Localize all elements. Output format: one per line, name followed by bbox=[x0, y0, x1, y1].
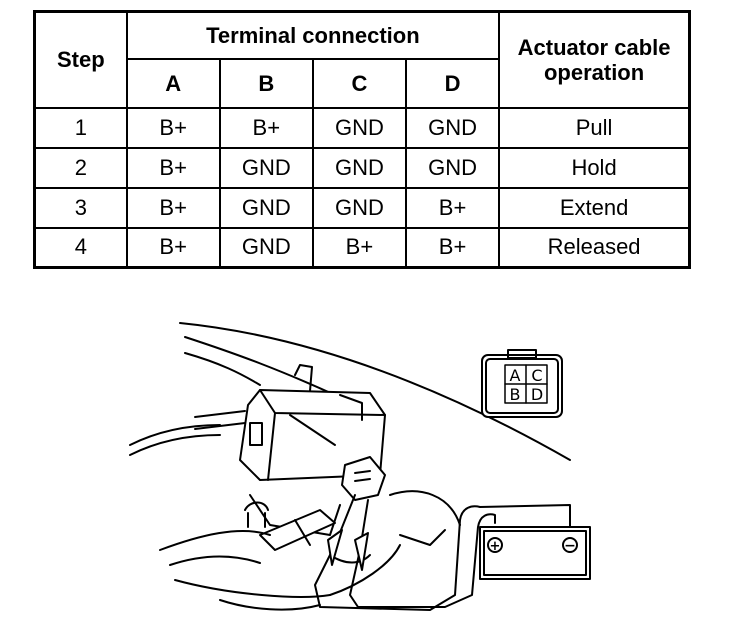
cell-terminal-a: B+ bbox=[125, 186, 221, 229]
cell-step: 1 bbox=[33, 106, 128, 149]
pin-label-b: B bbox=[510, 385, 521, 404]
actuator-housing bbox=[239, 364, 386, 481]
table-row: 3 B+ GND GND B+ Extend bbox=[33, 186, 691, 229]
cell-operation: Pull bbox=[498, 106, 691, 149]
actuator-cable bbox=[129, 410, 246, 456]
header-terminal-b: B bbox=[218, 57, 314, 109]
terminal-connection-table-container: Step Terminal connection Actuator cable … bbox=[33, 10, 691, 269]
cell-operation: Hold bbox=[498, 146, 691, 189]
cell-step: 2 bbox=[33, 146, 128, 189]
cell-terminal-d: B+ bbox=[404, 226, 501, 269]
cell-terminal-c: GND bbox=[311, 146, 408, 189]
cell-terminal-c: B+ bbox=[311, 226, 408, 269]
pin-label-c: C bbox=[531, 366, 542, 385]
battery-negative-terminal: − bbox=[564, 538, 576, 554]
cell-terminal-b: GND bbox=[218, 186, 314, 229]
header-terminal-a: A bbox=[125, 57, 221, 109]
mounting-bracket bbox=[244, 494, 341, 551]
table-header-row-1: Step Terminal connection Actuator cable … bbox=[33, 10, 691, 109]
cell-terminal-d: B+ bbox=[404, 186, 501, 229]
engine-component bbox=[159, 490, 461, 611]
header-step: Step bbox=[33, 10, 128, 109]
header-terminal-d: D bbox=[404, 57, 501, 109]
actuator-connector bbox=[341, 456, 386, 501]
cell-terminal-a: B+ bbox=[125, 106, 221, 149]
pin-label-a: A bbox=[510, 366, 521, 385]
header-terminal-c: C bbox=[311, 57, 408, 109]
hood-outline bbox=[179, 322, 571, 461]
pin-label-d: D bbox=[531, 385, 543, 404]
cell-terminal-b: GND bbox=[218, 226, 314, 269]
cell-terminal-d: GND bbox=[404, 146, 501, 189]
battery-positive-terminal: + bbox=[490, 539, 501, 554]
cell-terminal-b: GND bbox=[218, 146, 314, 189]
cell-operation: Released bbox=[498, 226, 691, 269]
cell-terminal-b: B+ bbox=[218, 106, 314, 149]
battery bbox=[479, 526, 591, 580]
cell-step: 3 bbox=[33, 186, 128, 229]
connector-pinout bbox=[481, 349, 563, 418]
cell-terminal-a: B+ bbox=[125, 226, 221, 269]
test-probe-wires bbox=[314, 494, 571, 611]
cell-terminal-d: GND bbox=[404, 106, 501, 149]
table-row: 1 B+ B+ GND GND Pull bbox=[33, 106, 691, 149]
actuator-wiring-illustration: + − A C B D bbox=[129, 322, 591, 611]
terminal-connection-table: Step Terminal connection Actuator cable … bbox=[33, 10, 691, 269]
cell-terminal-c: GND bbox=[311, 106, 408, 149]
header-terminal-connection: Terminal connection bbox=[125, 10, 501, 60]
cell-terminal-c: GND bbox=[311, 186, 408, 229]
table-row: 2 B+ GND GND GND Hold bbox=[33, 146, 691, 189]
table-header-row-2: A B C D bbox=[35, 57, 690, 109]
cell-terminal-a: B+ bbox=[125, 146, 221, 189]
cell-step: 4 bbox=[33, 226, 128, 269]
header-actuator-cable-operation: Actuator cable operation bbox=[498, 10, 691, 109]
table-row: 4 B+ GND B+ B+ Released bbox=[33, 226, 691, 269]
cell-operation: Extend bbox=[498, 186, 691, 229]
